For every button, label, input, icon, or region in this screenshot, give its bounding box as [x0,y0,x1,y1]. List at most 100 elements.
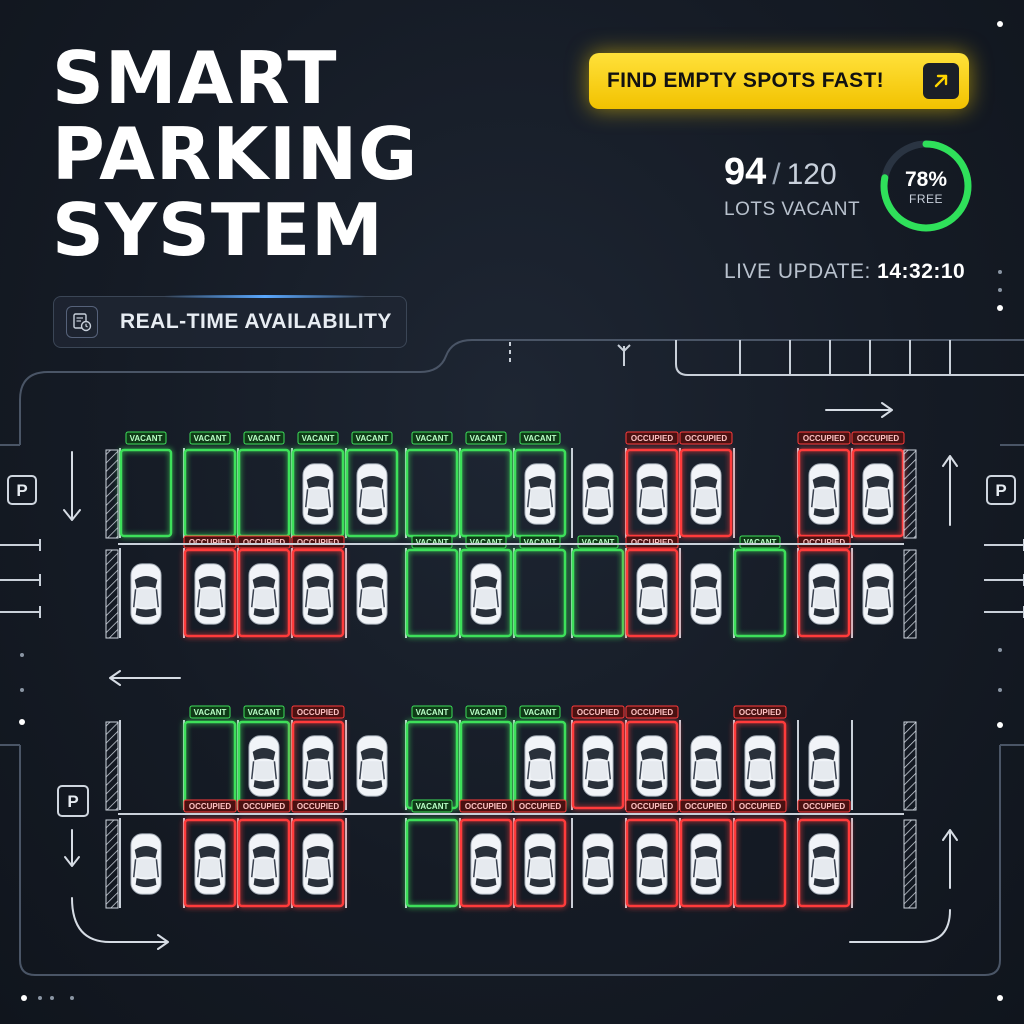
vacant-bay[interactable] [459,720,513,810]
vacant-tag: VACANT [519,705,561,719]
vacant-tag: VACANT [351,431,393,445]
vacant-bay[interactable] [405,548,459,638]
decor-dot [998,688,1002,692]
vacancy-stats: 94/120 LOTS VACANT [724,150,860,221]
occupied-bay[interactable] [459,818,513,908]
vacancy-count: 94/120 [724,150,860,197]
vacant-tag: VACANT [411,705,453,719]
occupied-tag: OCCUPIED [291,799,345,813]
status-tag-text: OCCUPIED [243,538,285,547]
occupied-bay[interactable] [625,548,679,638]
live-update: LIVE UPDATE: 14:32:10 [724,260,965,284]
parking-sign-left-top: P [7,475,37,505]
live-update-label: LIVE UPDATE: [724,260,871,283]
status-tag-text: OCCUPIED [857,434,899,443]
occupied-bay[interactable] [183,818,237,908]
count-separator: / [772,158,781,191]
occupied-bay[interactable] [625,818,679,908]
decor-dot [998,648,1002,652]
occupied-bay[interactable] [291,548,345,638]
vacant-tag: VACANT [465,431,507,445]
occupied-bay[interactable] [571,720,625,810]
occupied-tag: OCCUPIED [625,431,679,445]
vacant-bay[interactable] [183,448,237,538]
vacant-bay[interactable] [405,818,459,908]
status-tag-text: VACANT [524,434,557,443]
parked-car-icon [302,562,334,626]
occupied-bay[interactable] [797,548,851,638]
occupied-tag: OCCUPIED [237,799,291,813]
status-tag-text: OCCUPIED [803,434,845,443]
end-island [903,549,917,639]
find-empty-spots-button[interactable]: FIND EMPTY SPOTS FAST! [589,53,969,109]
parked-car-icon [356,562,388,626]
parked-car-icon [582,734,614,798]
vacant-bay[interactable] [459,548,513,638]
vacant-bay[interactable] [237,448,291,538]
parked-car-icon [194,832,226,896]
vacant-tag: VACANT [297,431,339,445]
arrow-up-icon [942,829,958,889]
vacant-bay[interactable] [405,720,459,810]
status-tag-text: OCCUPIED [243,802,285,811]
end-island [105,721,119,811]
vacant-bay[interactable] [571,548,625,638]
decor-dot [70,996,74,1000]
status-tag-text: OCCUPIED [297,708,339,717]
vacant-bay[interactable] [405,448,459,538]
occupied-bay[interactable] [291,818,345,908]
occupied-bay[interactable] [851,448,905,538]
occupied-tag: OCCUPIED [459,799,513,813]
parked-car-icon [524,832,556,896]
occupied-bay[interactable] [797,818,851,908]
occupied-bay[interactable] [183,548,237,638]
vacant-bay[interactable] [513,548,567,638]
status-tag-text: VACANT [744,538,777,547]
end-island [105,449,119,539]
find-empty-spots-label: FIND EMPTY SPOTS FAST! [607,69,884,92]
parked-car-icon [194,562,226,626]
parked-car-icon [248,734,280,798]
status-tag-text: VACANT [248,708,281,717]
occupied-bay[interactable] [237,548,291,638]
vacant-bay[interactable] [733,548,787,638]
status-tag-text: VACANT [524,708,557,717]
occupied-bay[interactable] [513,818,567,908]
vacant-tag: VACANT [411,799,453,813]
arrow-down-icon [63,451,81,521]
status-tag-text: OCCUPIED [297,802,339,811]
parked-car-icon [636,734,668,798]
decor-dot [997,995,1003,1001]
parked-car-icon [808,832,840,896]
parked-car-icon [808,562,840,626]
occupied-bay[interactable] [237,818,291,908]
decor-dot [21,995,27,1001]
end-island [105,549,119,639]
status-tag-text: OCCUPIED [631,802,673,811]
vacant-bay[interactable] [345,448,399,538]
occupied-bay[interactable] [679,448,733,538]
vacant-bay[interactable] [183,720,237,810]
decor-dot [20,653,24,657]
vacant-bay[interactable] [459,448,513,538]
vacant-tag: VACANT [465,705,507,719]
parked-car-icon [744,734,776,798]
occupied-tag: OCCUPIED [291,535,345,549]
parked-car-icon [690,734,722,798]
status-tag-text: VACANT [248,434,281,443]
status-tag-text: OCCUPIED [685,434,727,443]
vacant-tag: VACANT [189,431,231,445]
arrow-up-icon [942,455,958,526]
parked-car-icon [690,462,722,526]
vacant-bay[interactable] [119,448,173,538]
parked-car-icon [130,832,162,896]
decor-dot [20,688,24,692]
parked-car-icon [524,734,556,798]
parked-car-icon [636,462,668,526]
status-tag-text: VACANT [416,708,449,717]
decor-dot [997,305,1003,311]
occupied-bay[interactable] [733,818,787,908]
occupied-bay[interactable] [679,818,733,908]
